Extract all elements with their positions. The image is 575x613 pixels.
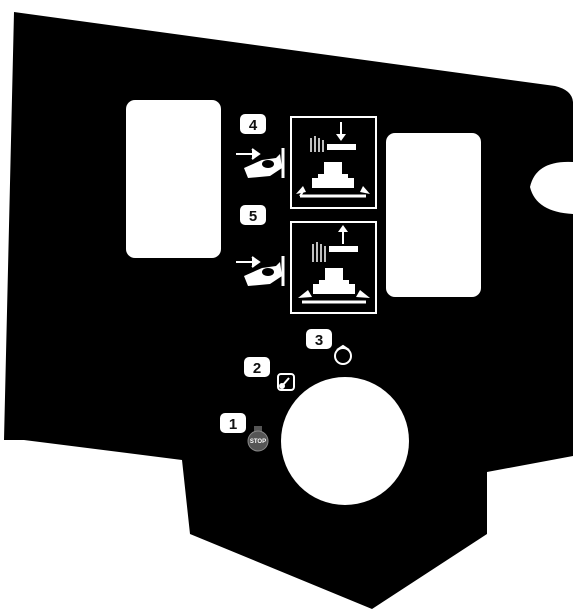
pull-knob-hand-icon — [236, 256, 285, 286]
deck-lower-pictogram — [290, 116, 377, 209]
step-2-badge: 2 — [244, 357, 270, 377]
rotate-icon — [334, 344, 352, 365]
left-window — [126, 100, 221, 258]
deck-raise-pictogram — [290, 221, 377, 314]
step-1-badge: 1 — [220, 413, 246, 433]
step-4-badge: 4 — [240, 114, 266, 134]
stop-label: STOP — [250, 439, 266, 445]
right-window — [386, 133, 481, 297]
panel-body — [4, 12, 573, 609]
pto-engage-icon — [277, 373, 295, 391]
step-3-number: 3 — [315, 332, 323, 349]
step-5-number: 5 — [249, 208, 257, 225]
step-5-badge: 5 — [240, 205, 266, 225]
ignition-hole — [281, 377, 409, 505]
step-3-badge: 3 — [306, 329, 332, 349]
step-4-number: 4 — [249, 117, 258, 134]
step-2-number: 2 — [253, 360, 261, 377]
push-knob-hand-icon — [236, 148, 285, 178]
step-1-number: 1 — [229, 416, 237, 433]
stop-icon: STOP — [247, 426, 269, 452]
